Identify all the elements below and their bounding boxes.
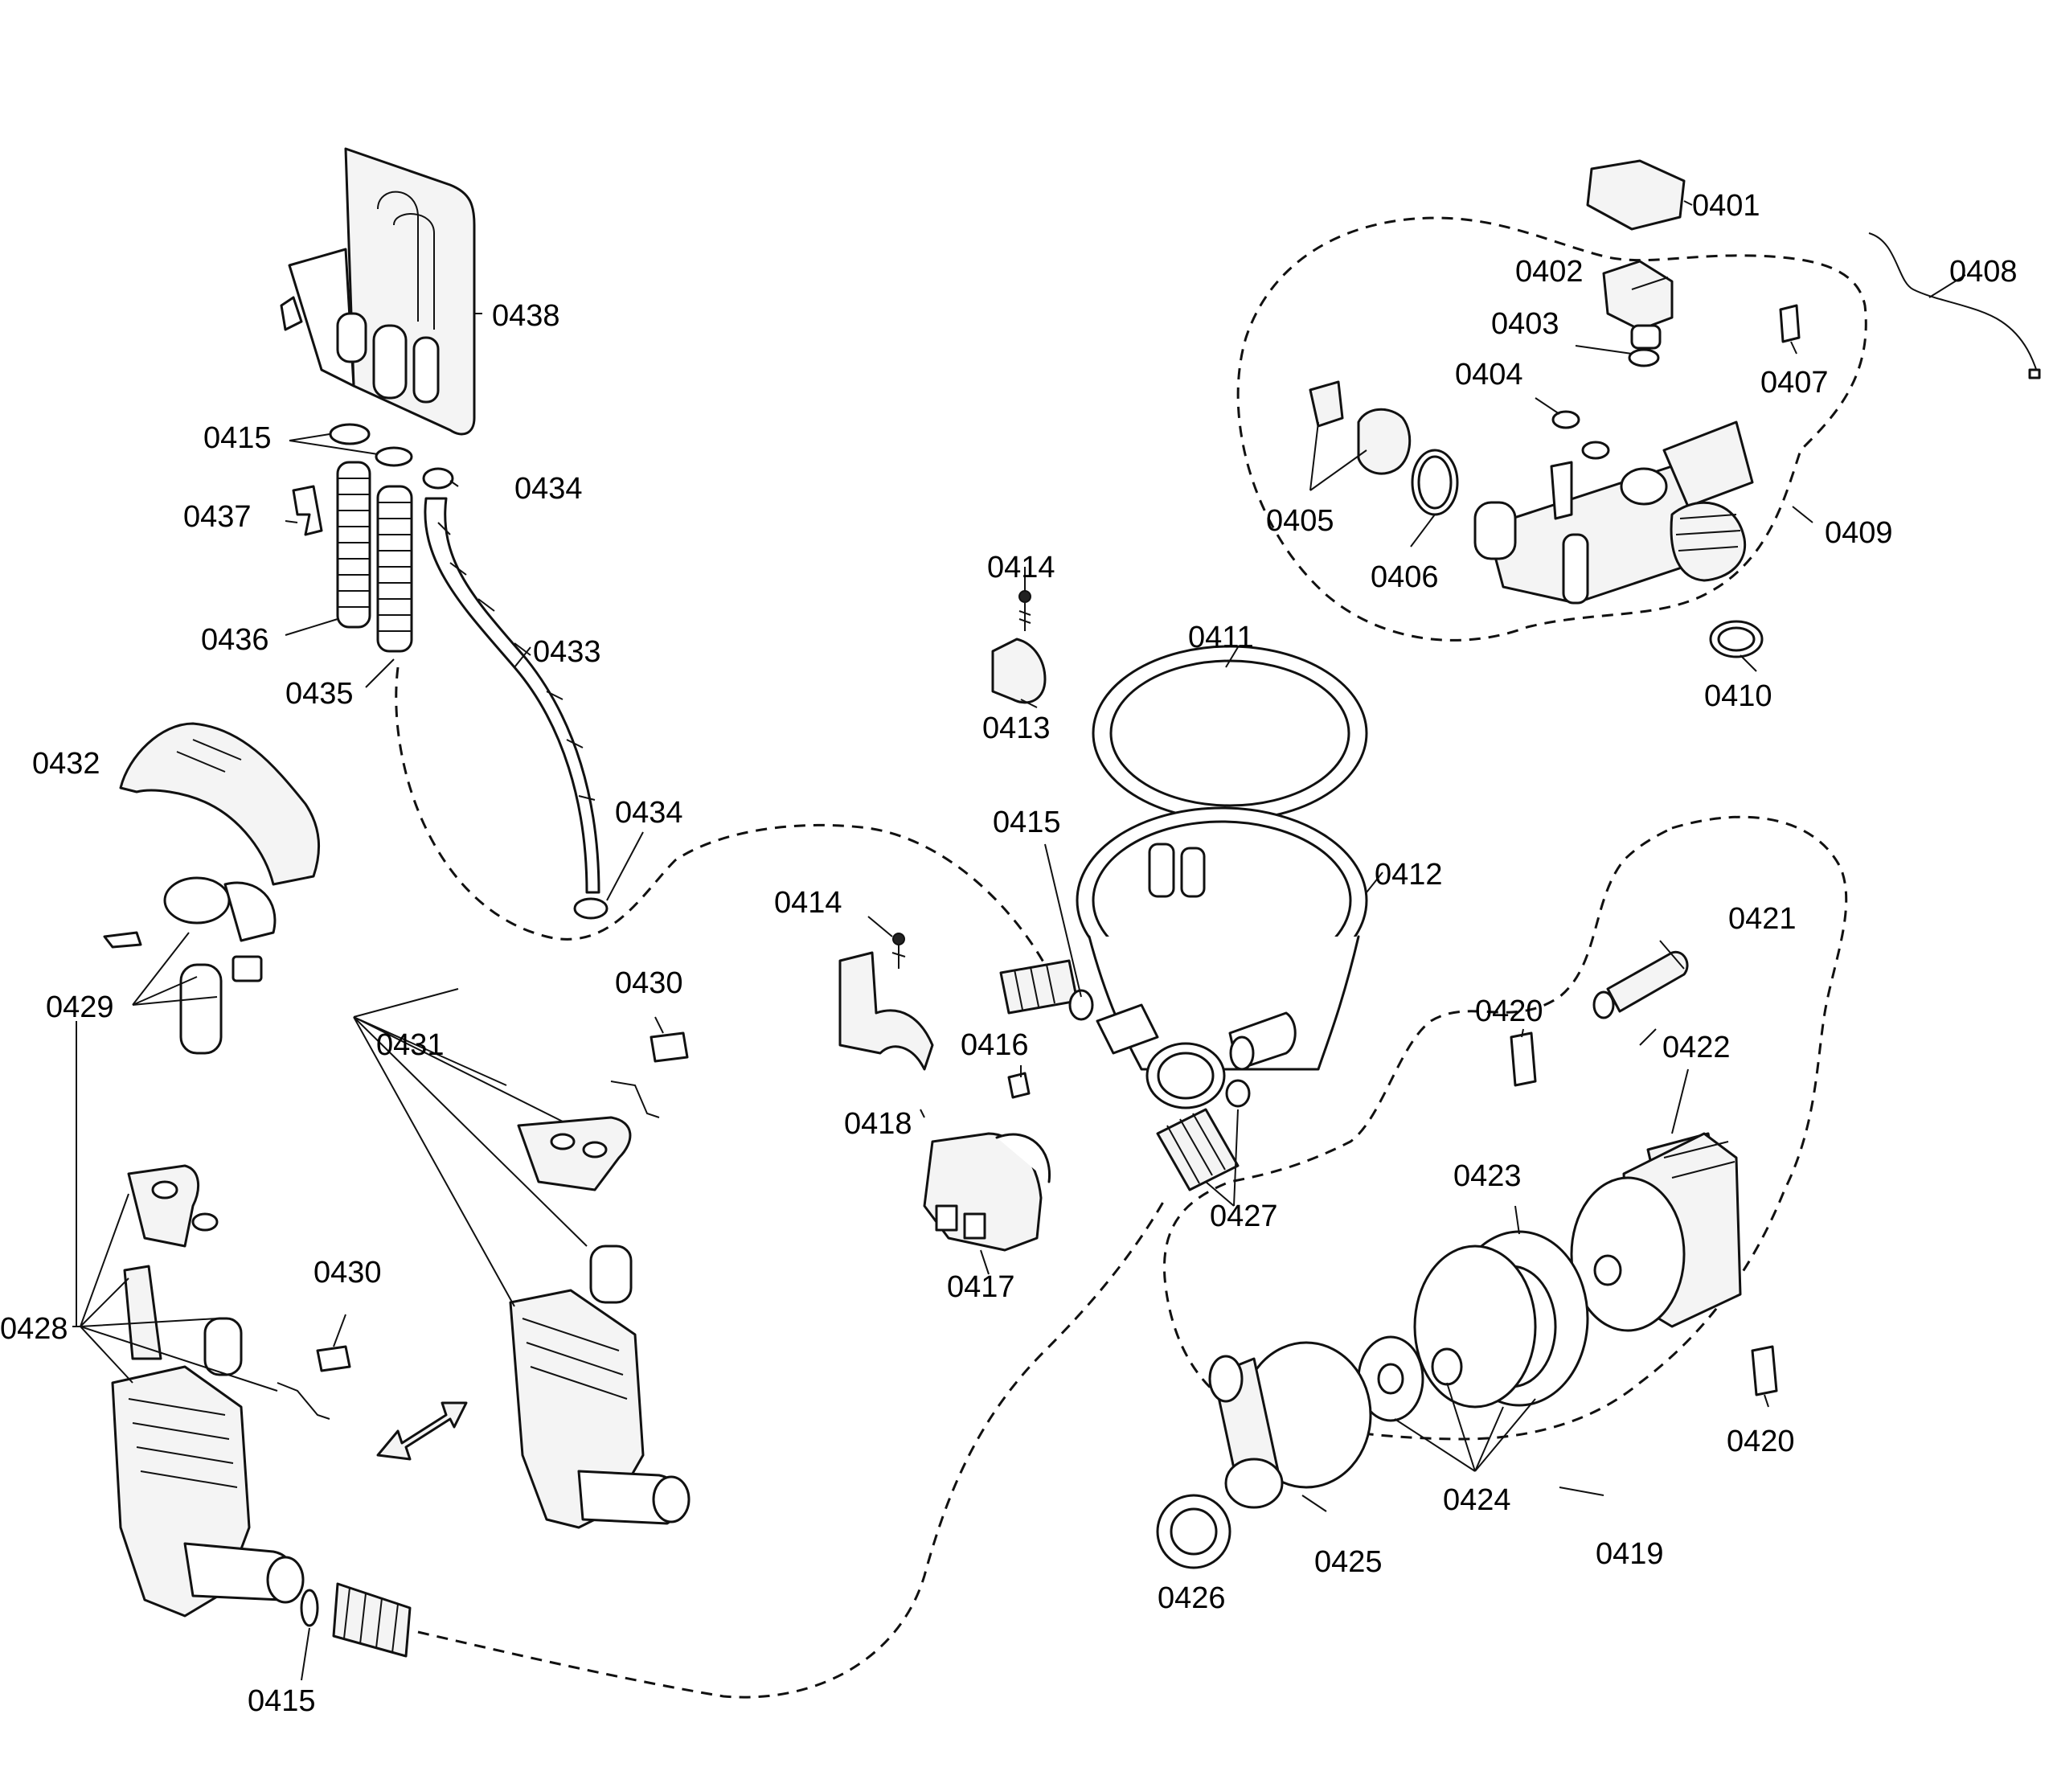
label-0430-right: 0430 — [615, 966, 683, 1000]
label-0429: 0429 — [46, 990, 114, 1024]
part-0432-cover — [119, 722, 321, 886]
part-0415-seal-rings-top — [329, 423, 413, 467]
part-0406-gasket — [1411, 449, 1459, 516]
label-0437: 0437 — [183, 500, 252, 534]
hose-route-0433 — [395, 666, 1047, 966]
part-0410-hose-clamp — [1709, 620, 1764, 658]
label-0435: 0435 — [285, 677, 354, 711]
label-0407: 0407 — [1760, 366, 1829, 400]
part-0408-wire — [1868, 232, 2039, 375]
label-0415-bottom: 0415 — [248, 1684, 316, 1718]
label-0414-top: 0414 — [987, 551, 1055, 584]
part-0438-flow-housing — [280, 147, 476, 436]
label-0433: 0433 — [533, 635, 601, 669]
part-0431-aquastop-middle — [509, 1031, 691, 1529]
label-0421: 0421 — [1728, 902, 1797, 936]
part-0429-valve — [103, 876, 277, 1055]
label-0418: 0418 — [844, 1107, 912, 1141]
label-0416: 0416 — [961, 1028, 1029, 1062]
label-0415-top: 0415 — [203, 421, 272, 455]
label-0415-mid: 0415 — [993, 806, 1061, 839]
part-0430-clip-left — [277, 1345, 351, 1420]
part-0424-seals — [1357, 1245, 1537, 1422]
part-0402-sensor — [1602, 260, 1674, 350]
label-0434-top: 0434 — [514, 472, 583, 506]
label-0402: 0402 — [1515, 255, 1584, 289]
part-0428-aquastop-left — [111, 1164, 305, 1618]
part-0418-bracket — [838, 951, 934, 1071]
label-0409: 0409 — [1825, 516, 1893, 550]
part-0433-hose — [424, 497, 600, 894]
label-0431: 0431 — [376, 1028, 445, 1062]
label-0427: 0427 — [1210, 1199, 1278, 1233]
label-0424: 0424 — [1443, 1483, 1511, 1517]
part-0436-corrugated-hose — [336, 461, 371, 629]
part-0404-ring-a — [1551, 410, 1580, 429]
label-0425: 0425 — [1314, 1545, 1383, 1579]
label-0422: 0422 — [1662, 1031, 1731, 1064]
part-0414-screw-top — [1018, 590, 1031, 631]
part-labels: 0401 0402 0403 0404 0405 0406 0407 0408 … — [0, 189, 2018, 1718]
label-0430-left: 0430 — [313, 1256, 382, 1290]
label-0403: 0403 — [1491, 307, 1559, 341]
part-0434-clamp-top — [422, 467, 454, 490]
label-0434-bottom: 0434 — [615, 796, 683, 830]
part-0425-pump-cover — [1208, 1341, 1372, 1509]
part-0415-bellows-sump — [999, 959, 1094, 1021]
label-0428: 0428 — [0, 1312, 68, 1346]
part-0422-motor — [1570, 1132, 1742, 1332]
label-0401: 0401 — [1692, 189, 1760, 223]
swap-arrow — [376, 1401, 468, 1461]
label-0419: 0419 — [1596, 1537, 1664, 1571]
part-0437-clip — [292, 485, 323, 536]
label-0420-lower: 0420 — [1727, 1425, 1795, 1458]
part-0434-clamp-bottom — [573, 897, 609, 920]
part-0415-ring-bottom — [300, 1589, 319, 1627]
part-0407-clip — [1779, 304, 1801, 343]
part-0403-ring — [1628, 348, 1660, 367]
part-0427-bellows — [1156, 1079, 1251, 1191]
part-0420-clip-lower — [1751, 1345, 1778, 1396]
label-0436: 0436 — [201, 623, 269, 657]
part-0413-bracket — [991, 638, 1047, 704]
part-0421-heater — [1592, 950, 1689, 1019]
part-0417-drain-pump — [923, 1132, 1051, 1252]
part-0409-manifold — [1473, 420, 1754, 605]
leader-lines — [72, 200, 1966, 1681]
part-0416-clip — [1007, 1072, 1031, 1099]
part-0414-screw-mid — [891, 933, 906, 969]
label-0404: 0404 — [1455, 358, 1523, 392]
part-0405-valve — [1309, 380, 1412, 475]
label-0412: 0412 — [1375, 858, 1443, 892]
label-0408: 0408 — [1949, 255, 2018, 289]
label-0432: 0432 — [32, 747, 100, 781]
label-0438: 0438 — [492, 299, 560, 333]
part-0426-grommet — [1156, 1494, 1231, 1569]
label-0413: 0413 — [982, 711, 1051, 745]
part-0415-bellows-bottom — [332, 1582, 412, 1658]
part-0401-cap — [1586, 159, 1686, 231]
label-0414-mid: 0414 — [774, 886, 842, 920]
label-0420-upper: 0420 — [1475, 994, 1543, 1028]
part-0420-clip-upper — [1510, 1031, 1537, 1087]
label-0411: 0411 — [1188, 621, 1254, 654]
part-0408-connector — [2028, 368, 2041, 379]
part-0412-sump — [1076, 806, 1368, 1109]
label-0405: 0405 — [1266, 504, 1334, 538]
part-0411-gasket-ring — [1092, 645, 1368, 822]
part-0435-corrugated-hose — [376, 485, 413, 653]
label-0406: 0406 — [1371, 560, 1439, 594]
label-0426: 0426 — [1158, 1581, 1226, 1615]
hose-route-0415 — [417, 1197, 1167, 1699]
label-0423: 0423 — [1453, 1159, 1522, 1193]
part-0404-ring-b — [1581, 441, 1610, 460]
label-0410: 0410 — [1704, 679, 1772, 713]
label-0417: 0417 — [947, 1270, 1015, 1304]
